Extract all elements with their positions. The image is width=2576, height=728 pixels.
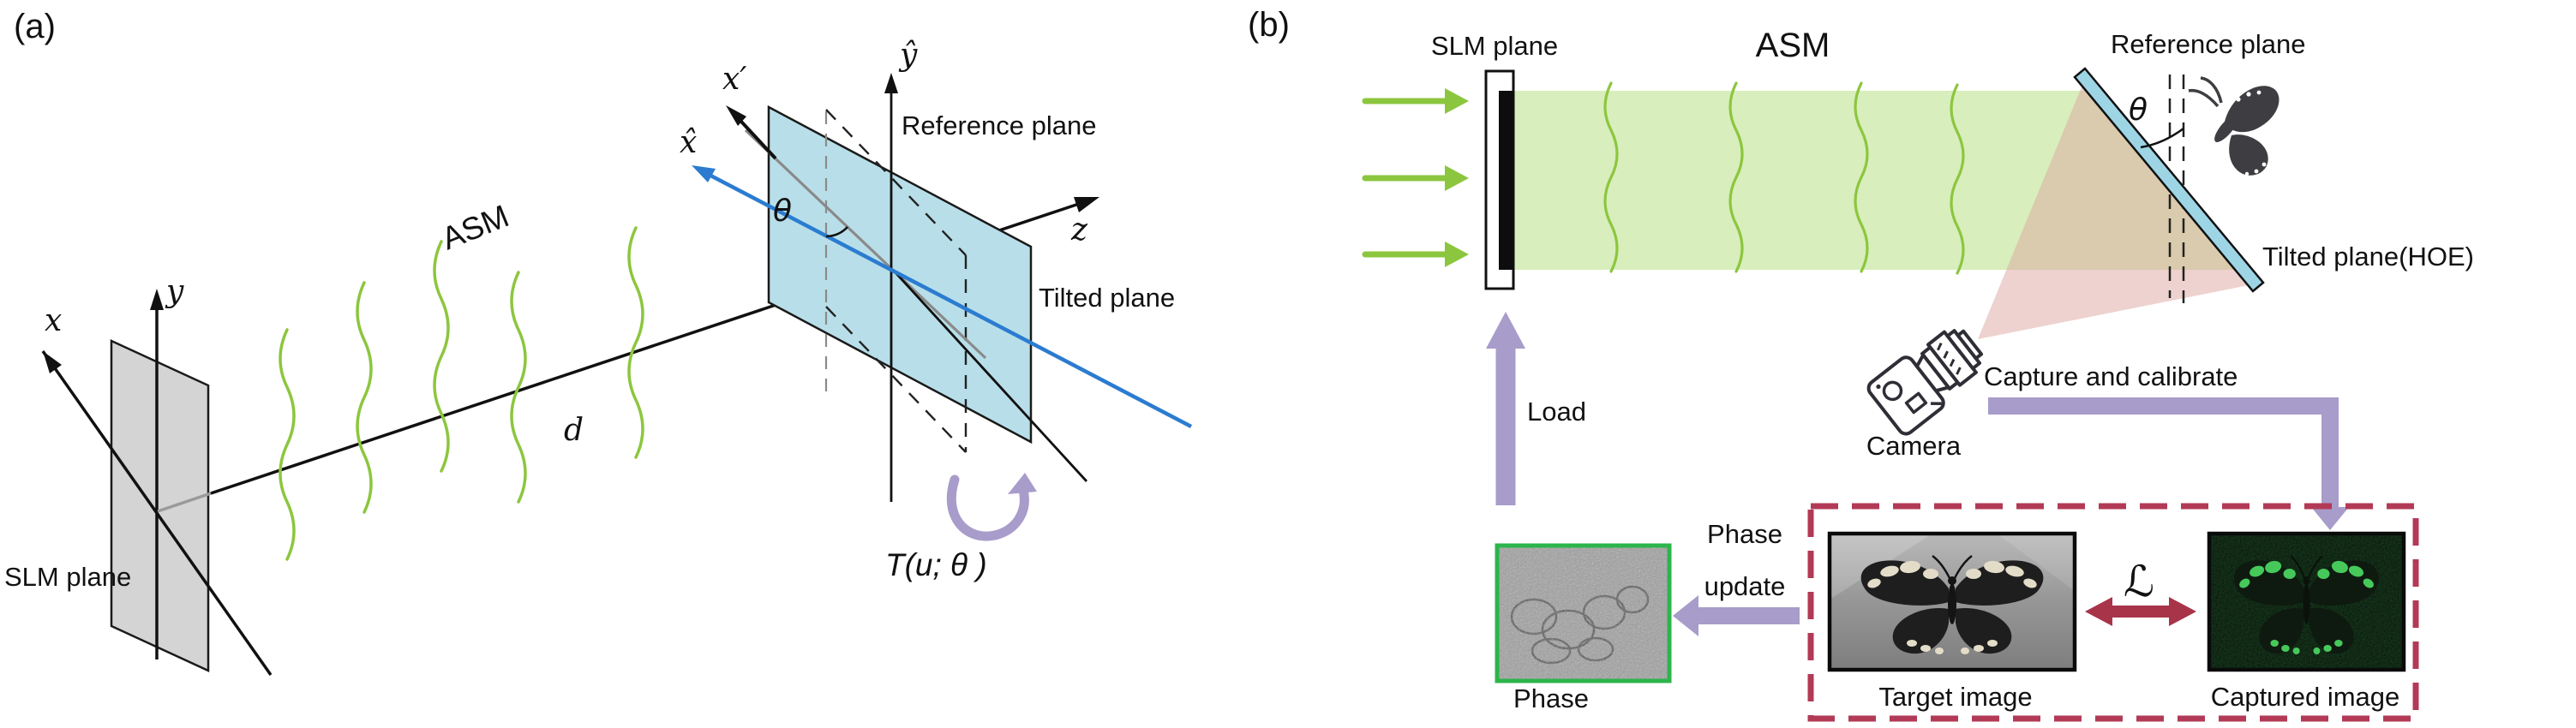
camera-icon (1866, 329, 1984, 436)
distance-label: d (564, 413, 584, 448)
double-headed-arrow-icon (2085, 597, 2196, 626)
phase-image (1495, 543, 1672, 683)
wave-icon (279, 328, 296, 561)
panel-b-label: (b) (1248, 6, 1290, 44)
in-plane-diagonal (891, 269, 1088, 482)
panel-a-label: (a) (14, 8, 56, 45)
captured-image (2207, 531, 2406, 672)
theta-label-b: θ (2129, 92, 2148, 128)
rotate-arrow-icon (946, 474, 1029, 541)
asm-label-b: ASM (1756, 27, 1830, 64)
x-hat-axis (696, 167, 1193, 428)
x-axis-arrowhead-icon (43, 351, 62, 373)
green-arrowhead-icon (1445, 242, 1469, 267)
butterfly-icon (2188, 76, 2279, 176)
y-hat-label: ŷ (898, 38, 918, 73)
z-axis-label: z (1070, 212, 1088, 248)
reference-plane-dashed-a (824, 109, 967, 453)
tilted-plane-label-b: Tilted plane(HOE) (2262, 242, 2474, 272)
slm-active-area-b (1499, 91, 1513, 270)
reference-plane-dashed-b (2168, 75, 2185, 303)
green-arrowhead-icon (1445, 88, 1469, 114)
slm-plane-a (110, 339, 210, 672)
capture-calibrate-label: Capture and calibrate (1984, 361, 2238, 391)
tilted-plane-hoe-b (2073, 67, 2265, 293)
panel-b: (b) SLM plane ASM (1248, 6, 2474, 722)
wave-icon (1728, 81, 1744, 273)
wave-icon (1950, 83, 1965, 275)
x-hat-label: x̂ (680, 125, 697, 160)
y-axis-label: y (165, 274, 184, 309)
phase-update-label-line1: Phase (1707, 519, 1782, 549)
z-axis-arrowhead-icon (1074, 197, 1099, 212)
green-arrowhead-icon (1445, 165, 1469, 191)
target-image (1827, 531, 2077, 672)
theta-label-a: θ (773, 194, 792, 229)
x-prime-arrowhead-icon (726, 105, 746, 126)
x-prime-axis-inplane (744, 128, 987, 360)
incident-light-arrows (1362, 88, 1469, 267)
wave-icon (433, 240, 450, 473)
wave-icon (510, 271, 527, 504)
wave-icon (627, 226, 644, 459)
x-axis-label: x (45, 303, 62, 338)
x-prime-label: x′ (722, 62, 746, 97)
reference-plane-label-a: Reference plane (902, 110, 1097, 140)
phase-update-arrowhead-icon (1673, 595, 1698, 636)
tilt-operator-label: T(u; θ ) (885, 547, 987, 582)
phase-label: Phase (1513, 683, 1589, 713)
y-hat-arrowhead-icon (884, 73, 898, 93)
z-axis-hidden (157, 492, 212, 513)
panel-a: (a) x y z d ASM (4, 8, 1193, 677)
load-arrowhead-icon (1486, 312, 1525, 349)
optimization-loop-box (1807, 503, 2419, 722)
theta-arc-a (825, 226, 848, 238)
theta-arc-b (2140, 127, 2184, 149)
wave-icon (1603, 81, 1619, 273)
target-image-label: Target image (1878, 682, 2032, 712)
capture-arrow (1988, 397, 2339, 510)
rotate-arrowhead-icon (1008, 473, 1037, 494)
camera-label: Camera (1866, 431, 1962, 461)
capture-arrowhead-icon (2311, 507, 2349, 530)
y-axis-arrowhead-icon (150, 289, 164, 310)
wavefronts-a (279, 226, 644, 561)
load-label: Load (1527, 397, 1586, 427)
captured-image-label: Captured image (2211, 682, 2400, 712)
phase-update-label-line2: update (1704, 571, 1786, 601)
wave-icon (1854, 81, 1869, 273)
x-hat-arrowhead-icon (692, 165, 716, 182)
slm-plane-label-b: SLM plane (1431, 31, 1558, 61)
slm-plane-label-a: SLM plane (4, 562, 131, 592)
loss-symbol: ℒ (2124, 557, 2154, 606)
asm-label-a: ASM (437, 198, 514, 256)
wavefronts-b (1603, 81, 1965, 275)
wave-icon (356, 281, 373, 514)
reference-plane-label-b: Reference plane (2111, 29, 2306, 59)
tilted-plane-label-a: Tilted plane (1039, 283, 1175, 313)
